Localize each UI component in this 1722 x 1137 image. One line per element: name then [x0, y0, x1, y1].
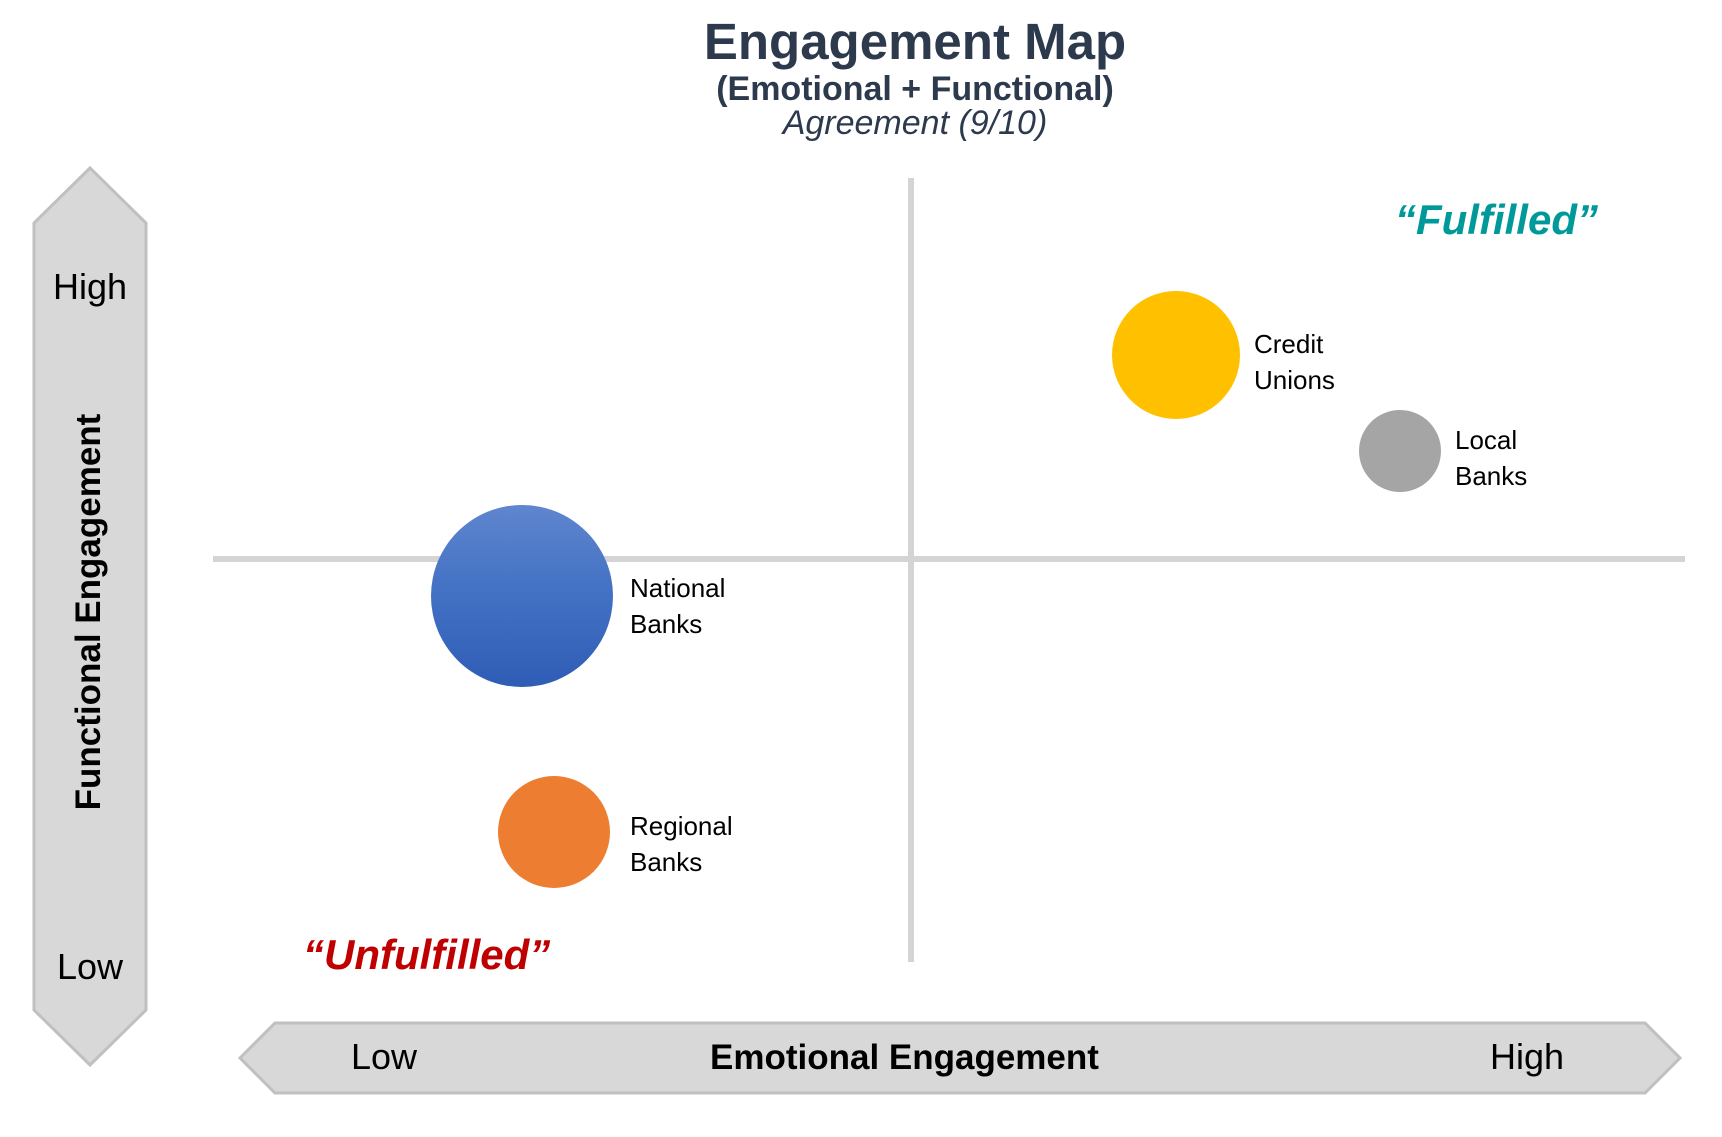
vertical-divider [908, 178, 914, 962]
bubble-regional-banks [498, 776, 610, 888]
label-national-banks: National Banks [630, 570, 725, 642]
x-axis-low-label: Low [351, 1036, 418, 1077]
horizontal-divider [213, 556, 1685, 562]
x-axis-high-label: High [1490, 1036, 1565, 1077]
bubble-national-banks [431, 505, 613, 687]
label-line: Credit [1254, 329, 1324, 359]
label-line: Local [1455, 425, 1518, 455]
chart-caption: Agreement (9/10) [782, 104, 1048, 142]
y-axis-low-label: Low [56, 946, 124, 987]
x-axis-arrow [237, 1021, 1683, 1095]
bubble-local-banks [1359, 410, 1441, 492]
label-line: Banks [630, 609, 703, 639]
label-credit-unions: Credit Unions [1254, 326, 1335, 398]
y-axis-title: Functional Engagement [69, 413, 108, 811]
chart-subtitle: (Emotional + Functional) [716, 70, 1114, 108]
fulfilled-label: “Fulfilled” [1395, 196, 1598, 243]
bubble-credit-unions [1112, 291, 1240, 419]
unfulfilled-label: “Unfulfilled” [303, 931, 551, 978]
x-axis-title: Emotional Engagement [710, 1038, 1099, 1077]
label-line: Banks [1455, 461, 1528, 491]
y-axis-arrow [32, 165, 148, 1068]
label-regional-banks: Regional Banks [630, 808, 733, 880]
label-local-banks: Local Banks [1455, 422, 1527, 494]
y-axis-high-label: High [52, 266, 128, 307]
label-line: Banks [630, 847, 703, 877]
label-line: Unions [1254, 365, 1335, 395]
chart-title: Engagement Map [703, 13, 1127, 70]
label-line: National [630, 573, 726, 603]
label-line: Regional [630, 811, 733, 841]
